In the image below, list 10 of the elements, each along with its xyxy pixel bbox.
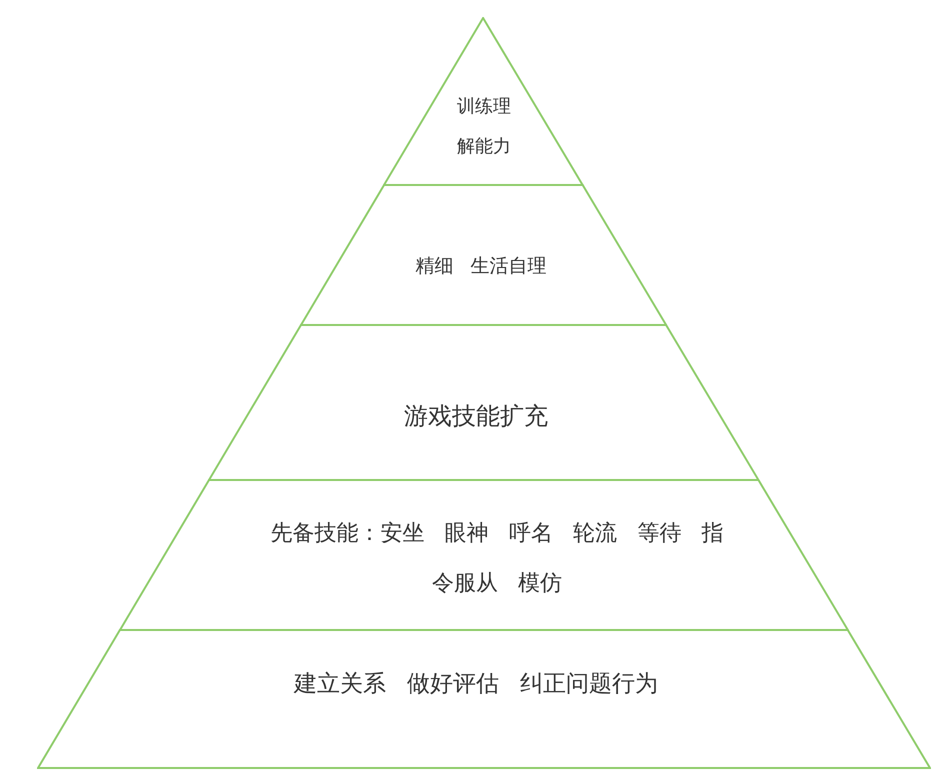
tier-label: 训练理解能力: [456, 95, 512, 159]
pyramid-tier: [118, 479, 849, 631]
pyramid-tier: [208, 324, 760, 481]
tier-label: 精细 生活自理: [415, 254, 547, 279]
tier-label: 建立关系 做好评估 纠正问题行为: [294, 670, 658, 699]
pyramid-tier: [382, 17, 584, 186]
pyramid-tier: [37, 629, 931, 769]
tier-label: 先备技能：安坐 眼神 呼名 轮流 等待 指令服从 模仿: [270, 520, 724, 598]
pyramid-tier: [300, 184, 667, 326]
tier-label: 游戏技能扩充: [404, 401, 548, 432]
